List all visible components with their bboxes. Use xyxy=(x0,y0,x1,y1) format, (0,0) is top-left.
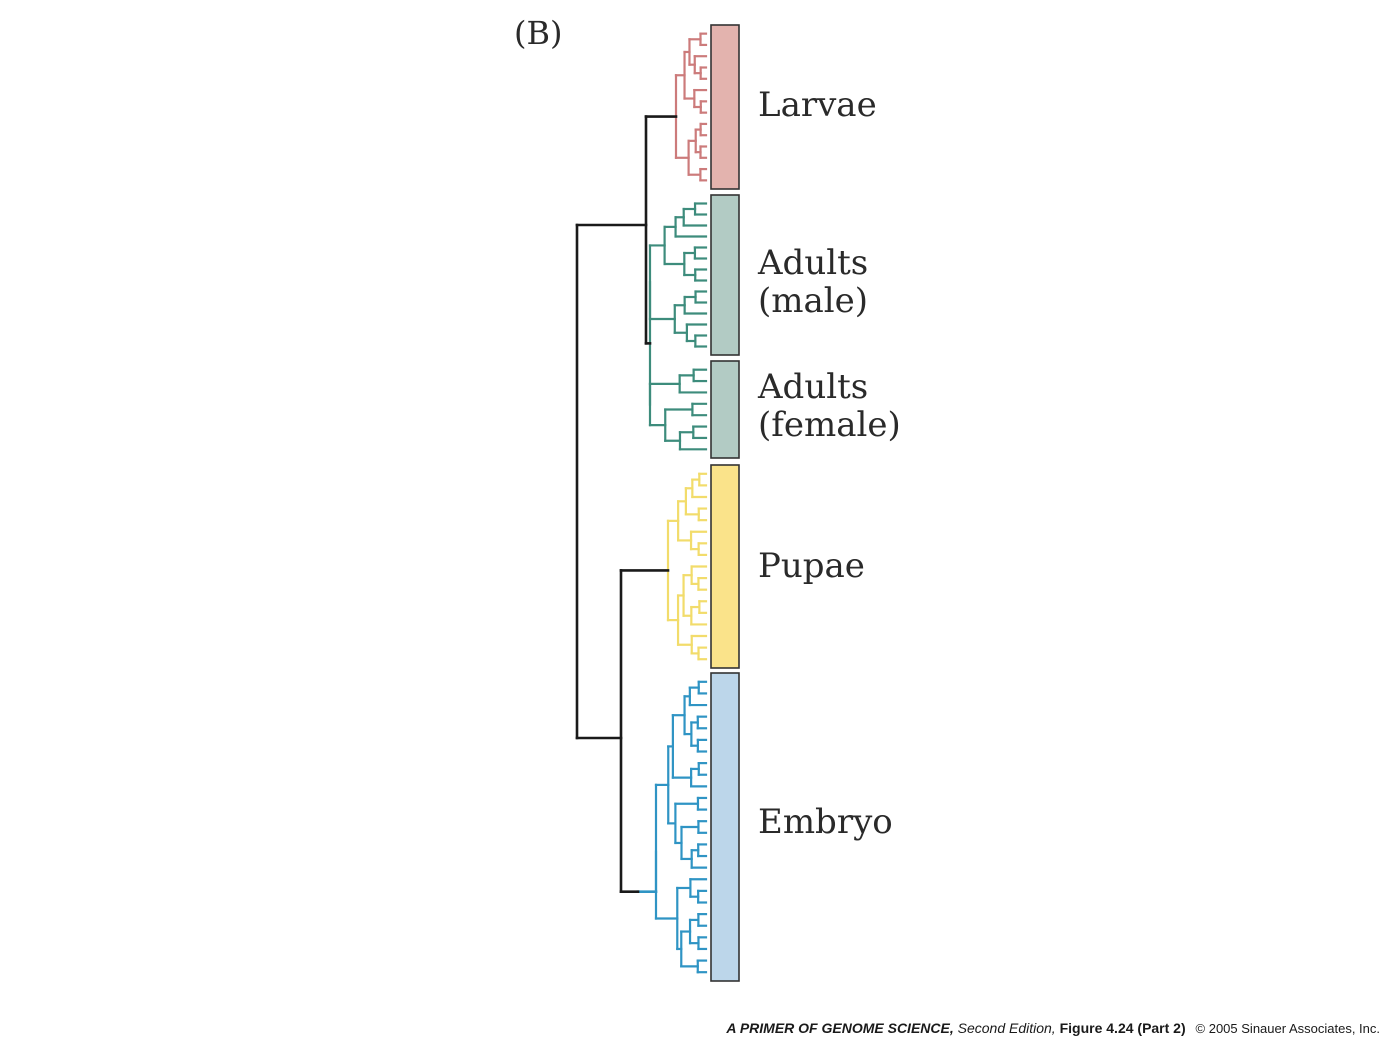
label-line: Adults xyxy=(758,367,869,407)
trunk-branches xyxy=(575,115,678,893)
label-pupae: Pupae xyxy=(758,547,865,585)
book-edition: Second Edition, xyxy=(957,1020,1056,1036)
dendrogram xyxy=(575,24,740,982)
group-box-embryo xyxy=(710,672,740,982)
cluster-branches xyxy=(636,32,708,974)
book-title: A PRIMER OF GENOME SCIENCE, xyxy=(726,1020,954,1036)
label-larvae: Larvae xyxy=(758,86,877,124)
label-adults-female: Adults (female) xyxy=(758,368,901,444)
label-adults-male: Adults (male) xyxy=(758,244,868,320)
label-line: Pupae xyxy=(758,546,865,586)
group-box-larvae xyxy=(710,24,740,190)
group-boxes xyxy=(710,24,740,982)
label-line: Adults xyxy=(758,243,869,283)
label-line: (female) xyxy=(758,405,901,445)
label-line: Embryo xyxy=(758,802,893,842)
label-line: Larvae xyxy=(758,85,877,125)
label-line: (male) xyxy=(758,281,869,321)
panel-label: (B) xyxy=(514,14,563,52)
figure-number: Figure 4.24 (Part 2) xyxy=(1059,1020,1186,1036)
group-box-adults_male xyxy=(710,194,740,356)
copyright: © 2005 Sinauer Associates, Inc. xyxy=(1195,1021,1380,1036)
figure-credit: A PRIMER OF GENOME SCIENCE, Second Editi… xyxy=(726,1020,1380,1036)
group-box-pupae xyxy=(710,464,740,669)
group-box-adults_female xyxy=(710,360,740,459)
label-embryo: Embryo xyxy=(758,803,893,841)
